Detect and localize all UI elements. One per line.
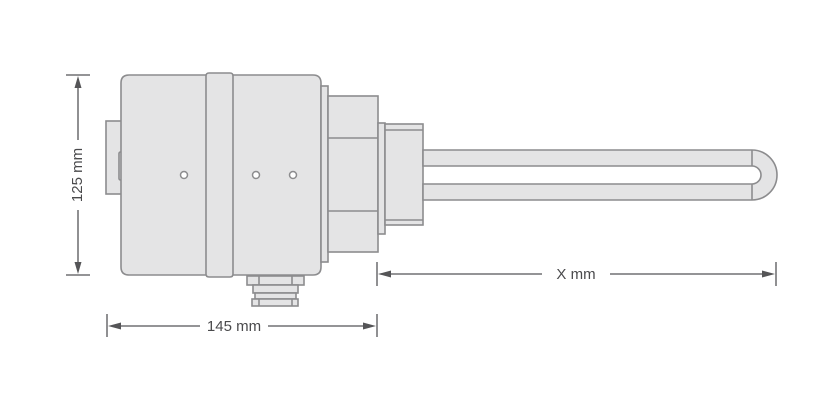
clamp-band: [205, 72, 234, 278]
arrow-right-icon: [762, 270, 775, 278]
body-length-dimension: 145 mm: [106, 314, 378, 337]
height-label: 125 mm: [69, 148, 86, 202]
cable-gland: [246, 275, 305, 307]
arrow-down-icon: [74, 262, 82, 274]
u-tube-heating-element: [422, 149, 778, 201]
arrow-up-icon: [74, 76, 82, 88]
screw-hole-icon: [251, 170, 261, 180]
arrow-left-icon: [378, 270, 391, 278]
element-length-label: X mm: [556, 266, 595, 283]
arrow-left-icon: [108, 322, 121, 330]
body-length-label: 145 mm: [207, 318, 261, 335]
arrow-right-icon: [363, 322, 376, 330]
small-flange: [377, 122, 386, 235]
threaded-nut: [384, 123, 424, 226]
mounting-flange: [320, 85, 329, 263]
element-length-dimension: X mm: [376, 262, 777, 286]
hex-boss: [327, 95, 379, 253]
screw-hole-icon: [288, 170, 298, 180]
height-dimension: 125 mm: [66, 74, 90, 276]
screw-hole-icon: [179, 170, 189, 180]
screw-holes: [179, 170, 298, 180]
